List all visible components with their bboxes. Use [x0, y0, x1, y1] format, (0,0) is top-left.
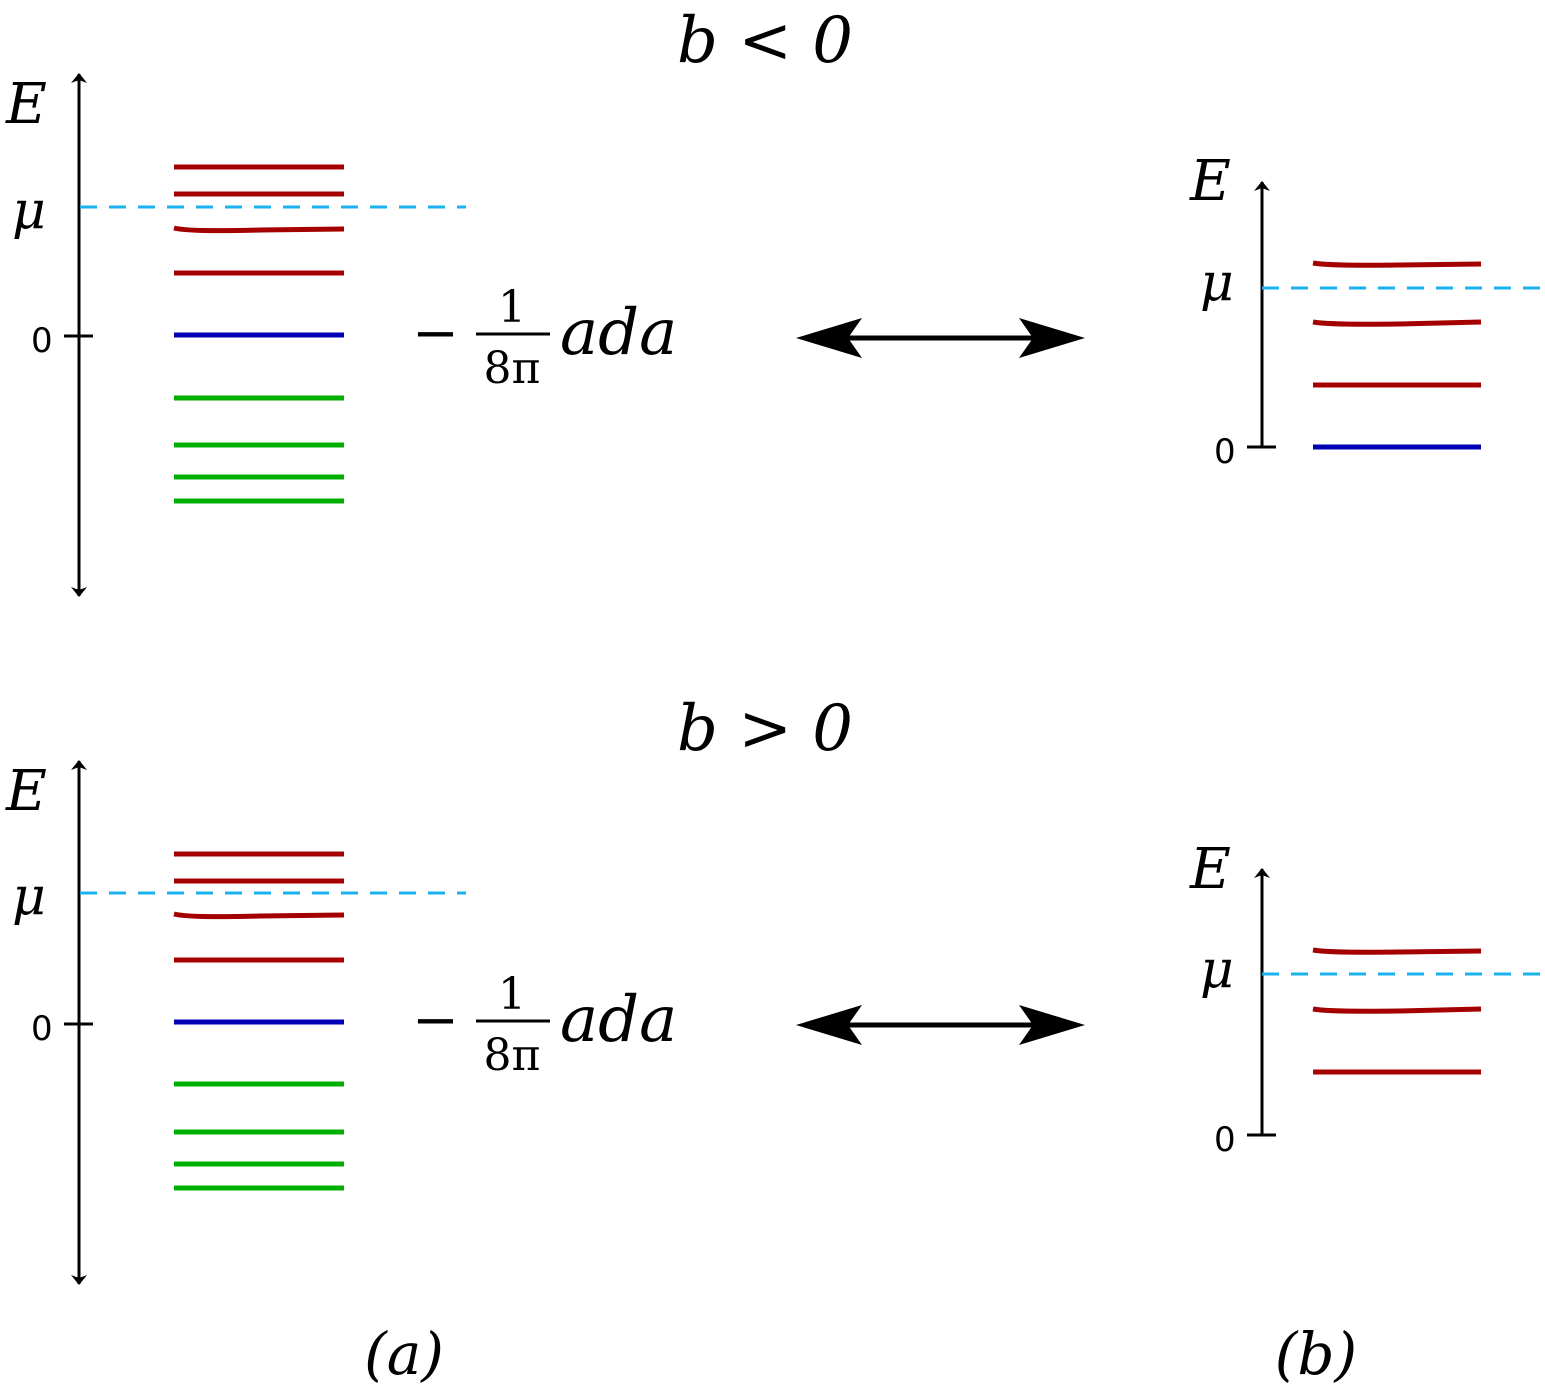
double-headed-arrow-icon: [796, 1005, 1085, 1045]
caption-b: (b): [1275, 1320, 1357, 1388]
level-red: [1312, 319, 1482, 327]
cs-denominator: 8π: [484, 343, 541, 394]
level-red: [1312, 1006, 1482, 1014]
cs-denominator: 8π: [484, 1030, 541, 1081]
double-headed-arrow-icon: [796, 318, 1085, 358]
mu-label: μ: [1200, 253, 1234, 313]
panel-title-top: b < 0: [677, 4, 853, 78]
mu-label: μ: [12, 181, 46, 241]
energy-levels-b-bottom: [1312, 947, 1482, 1075]
level-red: [173, 225, 345, 234]
cs-minus: −: [412, 988, 459, 1053]
chern-simons-term-bottom: − 1 8π ada: [412, 969, 677, 1081]
panel-top: b < 0 E μ 0 − 1 8π ada: [5, 4, 1545, 597]
energy-axis-b-bottom: E μ 0: [1189, 837, 1276, 1160]
cs-numerator: 1: [498, 282, 526, 333]
chern-simons-term-top: − 1 8π ada: [412, 282, 677, 394]
cs-field: ada: [560, 296, 677, 370]
energy-label: E: [5, 72, 47, 137]
energy-levels-a-bottom: [173, 851, 345, 1191]
energy-levels-a-top: [173, 164, 345, 504]
energy-label: E: [1189, 837, 1231, 902]
panel-title-bottom: b > 0: [677, 692, 853, 766]
panel-bottom: b > 0 E μ 0 − 1 8π ada: [5, 692, 1545, 1285]
energy-axis-a-bottom: E μ 0: [5, 759, 93, 1285]
energy-axis-b-top: E μ 0: [1189, 149, 1276, 472]
zero-label: 0: [31, 321, 53, 361]
cs-numerator: 1: [498, 969, 526, 1020]
caption-a: (a): [364, 1320, 444, 1388]
zero-label: 0: [1214, 432, 1236, 472]
zero-label: 0: [31, 1009, 53, 1049]
level-red: [1312, 260, 1482, 268]
energy-axis-a-top: E μ 0: [5, 72, 93, 597]
cs-field: ada: [560, 983, 677, 1057]
mu-label: μ: [1200, 940, 1234, 1000]
energy-label: E: [5, 759, 47, 824]
level-red: [173, 911, 345, 920]
energy-levels-b-top: [1312, 260, 1482, 450]
zero-label: 0: [1214, 1120, 1236, 1160]
cs-minus: −: [412, 301, 459, 366]
level-red: [1312, 947, 1482, 955]
energy-label: E: [1189, 149, 1231, 214]
mu-label: μ: [12, 867, 46, 927]
